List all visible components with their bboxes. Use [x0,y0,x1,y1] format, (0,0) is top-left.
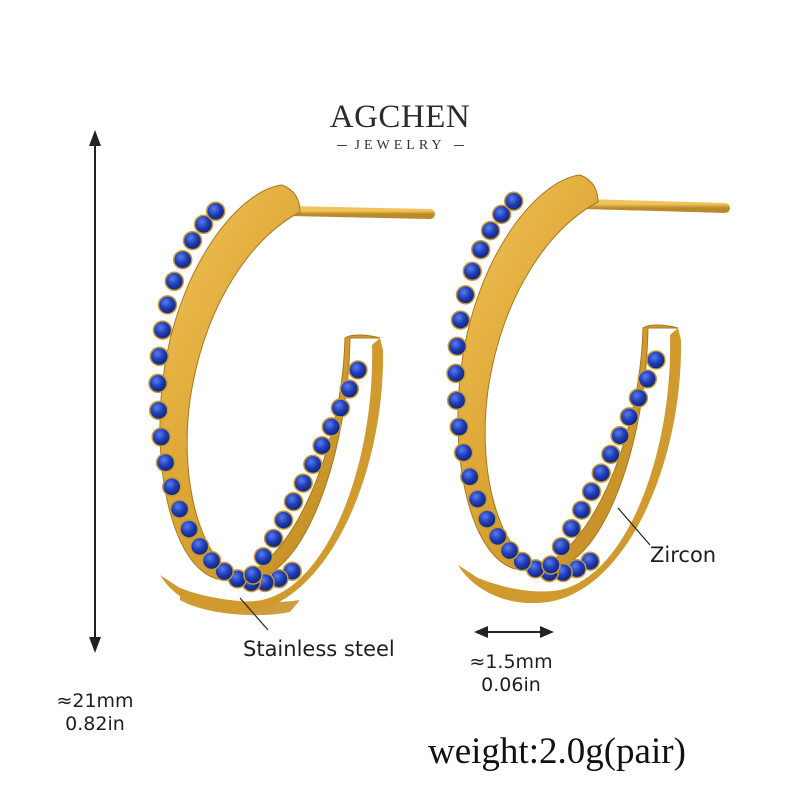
zircon-stone [273,510,294,530]
brand-logo: AGCHEN JEWELRY [0,98,800,154]
zircon-stone [460,467,480,487]
hoop-inner-band [458,328,682,604]
zircon-stone [330,398,351,418]
zircon-stone [151,427,171,447]
zircon-callout-line [617,507,651,546]
height-dimension: ≈21mm 0.82in [45,690,145,736]
earring-post [285,206,435,219]
zircon-stone [339,379,360,399]
zircon-stone [628,388,649,408]
zircon-stone [470,239,491,260]
tagline-dash-left [336,145,347,147]
zircon-stone [283,491,304,512]
zircon-stone [182,230,203,251]
zircon-stone [610,425,630,446]
zircon-stone [551,537,572,557]
zircon-stone [646,350,666,370]
brand-tagline-row: JEWELRY [0,138,800,154]
earring-post [580,199,730,213]
zircon-stone [152,320,173,340]
zircon-stone [581,481,602,502]
zircon-stone [503,191,524,212]
zircon-stone [467,489,488,509]
earring-left [148,184,435,616]
zircon-stone [321,417,342,437]
height-mm: ≈21mm [56,690,134,712]
zircon-stone [214,561,234,582]
zircon-stone [172,249,193,270]
zircon-stone [189,536,210,557]
thickness-mm: ≈1.5mm [469,651,553,673]
zircon-stone [499,540,520,561]
stone-label: Zircon [650,543,717,567]
zircon-stone [541,555,561,575]
zircon-stone [205,201,226,222]
zircon-stone [148,373,168,394]
zircon-stone [148,400,169,421]
zircon-stone [561,518,582,539]
zircon-stone [477,509,497,529]
zircon-stone [193,214,214,235]
zircon-stone [455,285,476,305]
zircon-stone [491,204,512,225]
zircon-stone [263,528,284,549]
zircon-stone [149,346,170,367]
zircon-stone [512,551,532,572]
zircon-stone [450,310,471,330]
zircon-stone [571,500,592,520]
hoop-inner-band [160,338,384,614]
thickness-arrow [474,626,554,638]
zircon-stone [157,295,178,315]
zircon-stone [243,565,263,585]
material-label: Stainless steel [243,637,395,661]
zircon-stone [179,519,199,539]
zircon-stone [453,442,474,463]
zircon-stone [253,547,274,567]
zircon-stone [462,261,483,282]
zircon-stone [155,452,176,473]
tagline-dash-right [453,145,464,147]
thickness-dimension: ≈1.5mm 0.06in [455,651,567,697]
zircon-stone [348,360,368,380]
zircon-stone [449,417,469,437]
zircon-stone [601,444,621,465]
zircon-stone [591,463,611,483]
zircon-stone [447,336,468,357]
zircon-stone [619,407,640,427]
zircon-stone [169,499,190,519]
brand-tagline: JEWELRY [354,138,446,153]
height-arrow [89,130,101,653]
zircon-row-right [446,191,666,583]
height-in: 0.82in [65,713,125,735]
zircon-stone [637,369,658,389]
zircon-stone [293,473,313,493]
zircon-stone [162,477,182,497]
zircon-stone [164,271,185,292]
zircon-stone [312,435,332,456]
zircon-stone [487,526,508,547]
zircon-row-left [148,201,368,593]
zircon-stone [446,363,466,384]
zircon-stone [303,454,323,475]
steel-callout-line [239,597,269,631]
zircon-stone [201,550,222,571]
earring-right [446,174,730,604]
zircon-stone [480,220,501,241]
thickness-in: 0.06in [481,674,541,696]
brand-name: AGCHEN [329,99,471,135]
zircon-stone [446,390,467,411]
weight-text: weight:2.0g(pair) [428,731,686,772]
